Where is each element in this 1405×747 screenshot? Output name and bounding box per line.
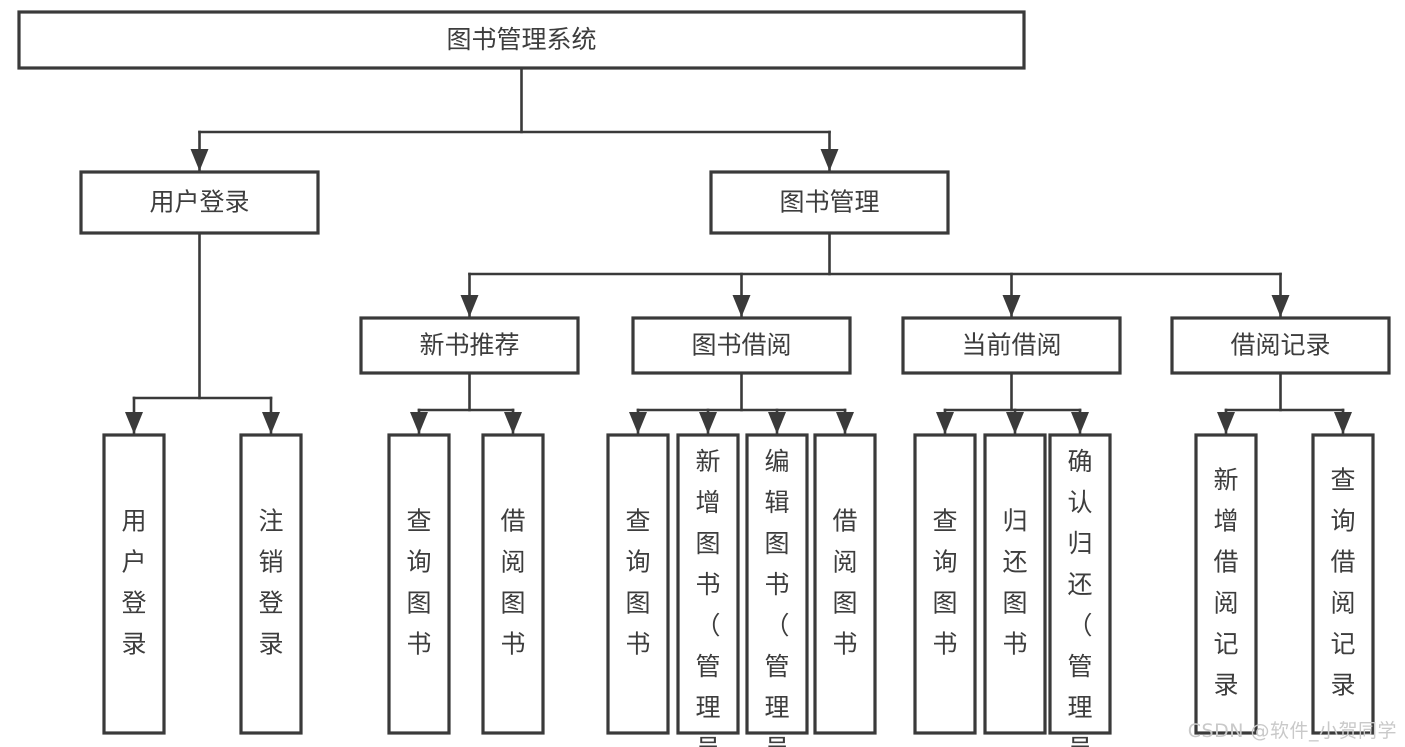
arrowhead-icon: [732, 295, 751, 317]
leaf-node-leaf-confirm-return[interactable]: 确认归还（管理员）: [1048, 433, 1112, 747]
arrowhead-icon: [936, 412, 954, 434]
node-border: [745, 433, 809, 735]
node-label: 当前借阅: [961, 331, 1061, 360]
arrowhead-icon: [836, 412, 854, 434]
leaf-node-leaf-query-book-brw[interactable]: 查询图书: [606, 433, 670, 735]
node-border: [709, 170, 950, 235]
arrowhead-icon: [504, 412, 522, 434]
node-border: [1048, 433, 1112, 735]
node-label: 新增图书（管理员）: [695, 447, 720, 747]
leaf-node-leaf-borrow-book-brw[interactable]: 借阅图书: [813, 433, 877, 735]
arrowhead-icon: [1071, 412, 1089, 434]
root-node-book-management-system[interactable]: 图书管理系统: [17, 10, 1026, 70]
arrowhead-icon: [1002, 295, 1021, 317]
node-label: 编辑图书（管理员）: [764, 447, 789, 747]
node-label: 归还图书: [1002, 507, 1027, 659]
node-border: [1170, 316, 1391, 375]
node-border: [901, 316, 1122, 375]
node-label: 图书管理系统: [446, 25, 596, 54]
node-label: 借阅记录: [1230, 331, 1330, 360]
arrowhead-icon: [820, 149, 839, 171]
arrowhead-icon: [1006, 412, 1024, 434]
connector-layer: [125, 66, 1352, 436]
level3-node-borrow-record[interactable]: 借阅记录: [1170, 316, 1391, 375]
leaf-node-leaf-query-record[interactable]: 查询借阅记录: [1311, 433, 1375, 735]
node-border: [387, 433, 451, 735]
node-border: [676, 433, 740, 735]
node-border: [79, 170, 320, 235]
arrowhead-icon: [629, 412, 647, 434]
node-label: 查询图书: [406, 507, 431, 659]
node-label: 查询借阅记录: [1330, 466, 1355, 700]
leaf-node-leaf-query-book-rec[interactable]: 查询图书: [387, 433, 451, 735]
node-label: 确认归还（管理员）: [1067, 447, 1092, 747]
level3-node-book-borrow[interactable]: 图书借阅: [631, 316, 852, 375]
node-border: [631, 316, 852, 375]
arrowhead-icon: [125, 412, 143, 434]
node-label: 图书管理: [779, 188, 879, 217]
leaf-node-leaf-add-record[interactable]: 新增借阅记录: [1194, 433, 1258, 735]
node-border: [239, 433, 303, 735]
node-label: 查询图书: [932, 507, 957, 659]
level3-node-current-borrow[interactable]: 当前借阅: [901, 316, 1122, 375]
leaf-node-leaf-return-book[interactable]: 归还图书: [983, 433, 1047, 735]
arrowhead-icon: [699, 412, 717, 434]
node-border: [913, 433, 977, 735]
arrowhead-icon: [262, 412, 280, 434]
node-label: 注销登录: [258, 507, 283, 659]
node-border: [1194, 433, 1258, 735]
node-border: [983, 433, 1047, 735]
leaf-node-leaf-edit-book[interactable]: 编辑图书（管理员）: [745, 433, 809, 747]
watermark-text: CSDN @软件_小贺同学: [1187, 720, 1397, 742]
node-border: [481, 433, 545, 735]
node-border: [1311, 433, 1375, 735]
arrowhead-icon: [1271, 295, 1290, 317]
node-label: 借阅图书: [832, 507, 857, 659]
node-label: 图书借阅: [691, 331, 791, 360]
node-label: 查询图书: [625, 507, 650, 659]
node-border: [17, 10, 1026, 70]
leaf-node-leaf-add-book[interactable]: 新增图书（管理员）: [676, 433, 740, 747]
level2-node-book-manage[interactable]: 图书管理: [709, 170, 950, 235]
arrowhead-icon: [410, 412, 428, 434]
node-label: 借阅图书: [500, 507, 525, 659]
leaf-node-leaf-user-login[interactable]: 用户登录: [102, 433, 166, 735]
leaf-node-leaf-query-book-cur[interactable]: 查询图书: [913, 433, 977, 735]
leaf-node-leaf-user-logout[interactable]: 注销登录: [239, 433, 303, 735]
level2-node-user-login[interactable]: 用户登录: [79, 170, 320, 235]
node-label: 新书推荐: [419, 331, 519, 360]
leaf-node-leaf-borrow-book-rec[interactable]: 借阅图书: [481, 433, 545, 735]
node-border: [102, 433, 166, 735]
arrowhead-icon: [190, 149, 209, 171]
node-border: [606, 433, 670, 735]
node-border: [359, 316, 580, 375]
node-label: 新增借阅记录: [1213, 466, 1238, 700]
arrowhead-icon: [1334, 412, 1352, 434]
node-label: 用户登录: [149, 188, 249, 217]
node-layer: 图书管理系统用户登录图书管理新书推荐图书借阅当前借阅借阅记录用户登录注销登录查询…: [17, 10, 1391, 747]
arrowhead-icon: [460, 295, 479, 317]
arrowhead-icon: [768, 412, 786, 434]
level3-node-new-book-rec[interactable]: 新书推荐: [359, 316, 580, 375]
node-border: [813, 433, 877, 735]
node-label: 用户登录: [121, 507, 146, 659]
arrowhead-icon: [1217, 412, 1235, 434]
